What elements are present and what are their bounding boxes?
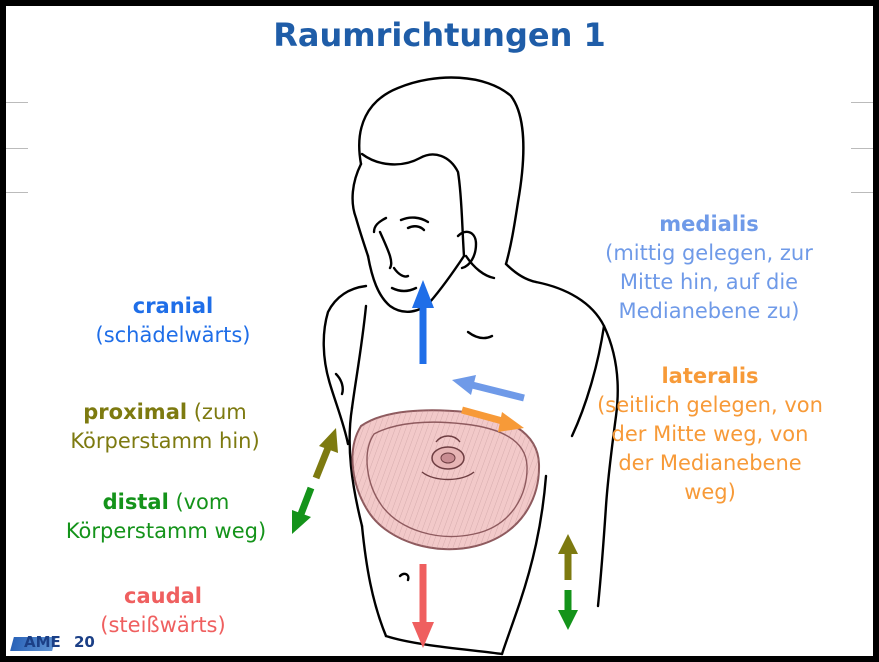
medialis-desc-line: Mitte hin, auf die bbox=[619, 270, 799, 294]
arrow-distal bbox=[292, 486, 315, 534]
page-title: Raumrichtungen 1 bbox=[273, 16, 606, 54]
label-distal: distal (vom Körperstamm weg) bbox=[34, 488, 298, 546]
proximal-term: proximal bbox=[83, 400, 188, 424]
frame-line bbox=[6, 148, 28, 149]
caudal-desc: (steißwärts) bbox=[100, 613, 226, 637]
lateralis-desc-line: (seitlich gelegen, von bbox=[597, 393, 823, 417]
slide: Raumrichtungen 1 bbox=[6, 6, 873, 656]
arrow-caudal bbox=[412, 564, 434, 648]
lateralis-desc-line: der Medianebene bbox=[618, 451, 802, 475]
cross-section-slice bbox=[351, 409, 541, 551]
logo: AME 20 bbox=[10, 633, 95, 654]
medialis-term: medialis bbox=[659, 212, 759, 236]
distal-desc-line: Körperstamm weg) bbox=[65, 519, 267, 543]
label-medialis: medialis (mittig gelegen, zur Mitte hin,… bbox=[584, 210, 834, 326]
body-figure-illustration bbox=[292, 76, 620, 656]
label-caudal: caudal (steißwärts) bbox=[72, 582, 254, 640]
arrow-lateralis bbox=[461, 406, 524, 432]
lateralis-desc-line: der Mitte weg, von bbox=[611, 422, 809, 446]
cranial-desc: (schädelwärts) bbox=[95, 323, 251, 347]
logo-text: AME bbox=[24, 633, 61, 651]
medialis-desc-line: (mittig gelegen, zur bbox=[605, 241, 813, 265]
body-outline bbox=[322, 76, 620, 656]
cranial-term: cranial bbox=[132, 294, 214, 318]
caudal-term: caudal bbox=[124, 584, 202, 608]
frame-line bbox=[851, 102, 873, 103]
lateralis-desc-line: weg) bbox=[684, 480, 736, 504]
frame-line bbox=[851, 192, 873, 193]
medialis-desc-line: Medianebene zu) bbox=[618, 299, 800, 323]
distal-desc: (vom bbox=[168, 490, 230, 514]
proximal-desc-line: Körperstamm hin) bbox=[70, 429, 260, 453]
frame-line bbox=[6, 102, 28, 103]
label-proximal: proximal (zum Körperstamm hin) bbox=[36, 398, 294, 456]
arrow-medialis bbox=[452, 375, 525, 402]
frame-line bbox=[6, 192, 28, 193]
proximal-desc: (zum bbox=[187, 400, 247, 424]
arrow-cranial bbox=[412, 280, 434, 364]
label-lateralis: lateralis (seitlich gelegen, von der Mit… bbox=[572, 362, 848, 507]
arrow-distal-right bbox=[558, 590, 578, 630]
label-cranial: cranial (schädelwärts) bbox=[66, 292, 280, 350]
page-number: 20 bbox=[74, 633, 95, 651]
distal-term: distal bbox=[102, 490, 169, 514]
arrow-proximal bbox=[312, 428, 338, 480]
lateralis-term: lateralis bbox=[661, 364, 759, 388]
arrow-proximal-right bbox=[558, 534, 578, 580]
frame-line bbox=[851, 148, 873, 149]
